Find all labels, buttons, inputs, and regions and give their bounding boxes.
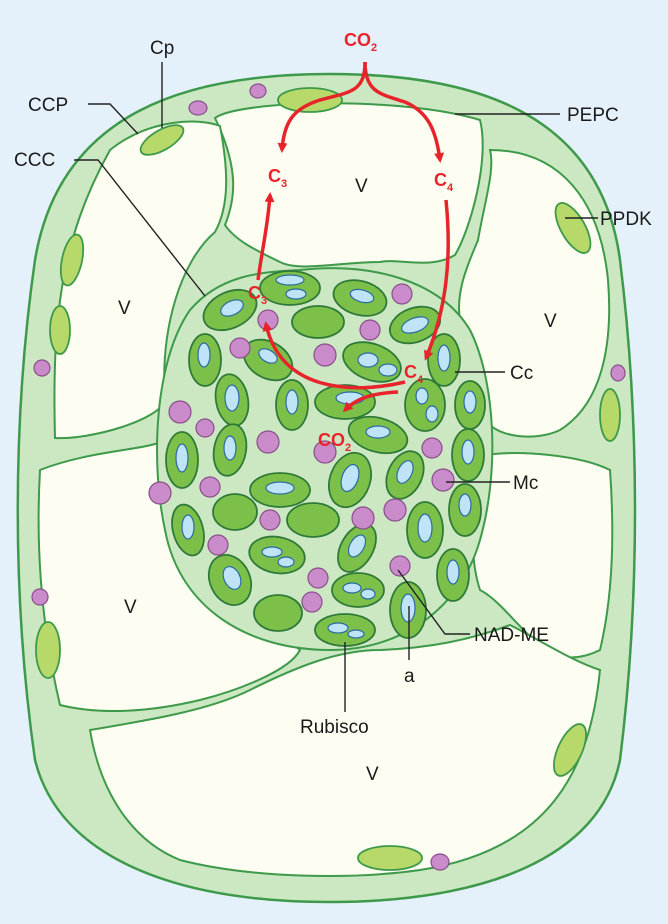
label-ccc: CCC	[14, 150, 55, 171]
label-vacuole-top: V	[355, 176, 368, 197]
label-vacuole-bottom: V	[366, 764, 379, 785]
label-cp: Cp	[150, 38, 174, 59]
label-a: a	[404, 666, 415, 687]
co2-top-label: CO2	[344, 30, 377, 54]
label-ccp: CCP	[28, 95, 68, 116]
label-nad-me: NAD-ME	[474, 625, 549, 646]
chloroplast-peripheral	[358, 846, 422, 870]
label-ppdk: PPDK	[600, 209, 652, 230]
chloroplast-peripheral	[36, 622, 60, 678]
label-mc: Mc	[513, 473, 538, 494]
label-pepc: PEPC	[567, 105, 619, 126]
label-vacuole-left-upper: V	[118, 298, 131, 319]
chloroplast-peripheral	[600, 389, 620, 441]
chloroplast-peripheral	[50, 306, 70, 354]
label-vacuole-left-lower: V	[124, 597, 137, 618]
label-rubisco: Rubisco	[300, 717, 369, 738]
chloroplast-peripheral	[278, 88, 342, 112]
label-vacuole-right-upper: V	[544, 311, 557, 332]
label-cc: Cc	[510, 363, 533, 384]
